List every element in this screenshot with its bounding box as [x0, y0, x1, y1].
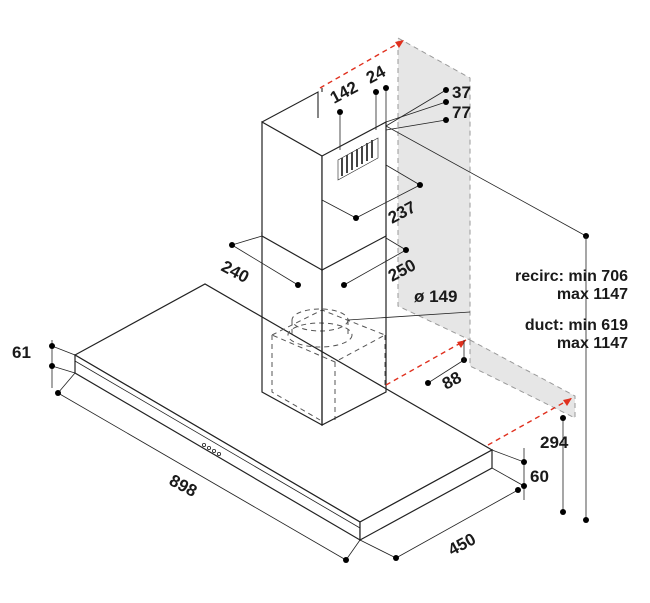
dim-61: 61	[12, 343, 31, 362]
recirc-min-note: recirc: min 706	[515, 268, 628, 285]
dim-37: 37	[452, 83, 471, 102]
installation-height-notes: recirc: min 706 max 1147 duct: min 619 m…	[515, 268, 628, 352]
wall-lower-strip	[469, 339, 576, 419]
control-buttons-icon	[201, 442, 221, 456]
dim-898: 898	[166, 471, 200, 501]
dim-450: 450	[445, 529, 479, 559]
recirc-max-note: max 1147	[557, 286, 628, 303]
vent-grille-icon	[337, 137, 379, 181]
dim-88: 88	[439, 368, 465, 394]
duct-min-note: duct: min 619	[525, 317, 628, 334]
dim-24: 24	[363, 62, 389, 88]
dim-diameter-149: ø 149	[414, 287, 457, 306]
upper-chimney	[261, 88, 387, 272]
upper-chimney-side	[321, 121, 387, 271]
canopy-front-rim	[74, 360, 361, 529]
dimension-lines	[49, 85, 589, 563]
duct-max-note: max 1147	[557, 335, 628, 352]
dim-294: 294	[540, 433, 569, 452]
upper-chimney-back-edge	[261, 91, 319, 123]
dim-240: 240	[218, 257, 252, 287]
dim-142: 142	[327, 77, 361, 107]
dim-77: 77	[452, 103, 471, 122]
dim-60: 60	[530, 467, 549, 486]
